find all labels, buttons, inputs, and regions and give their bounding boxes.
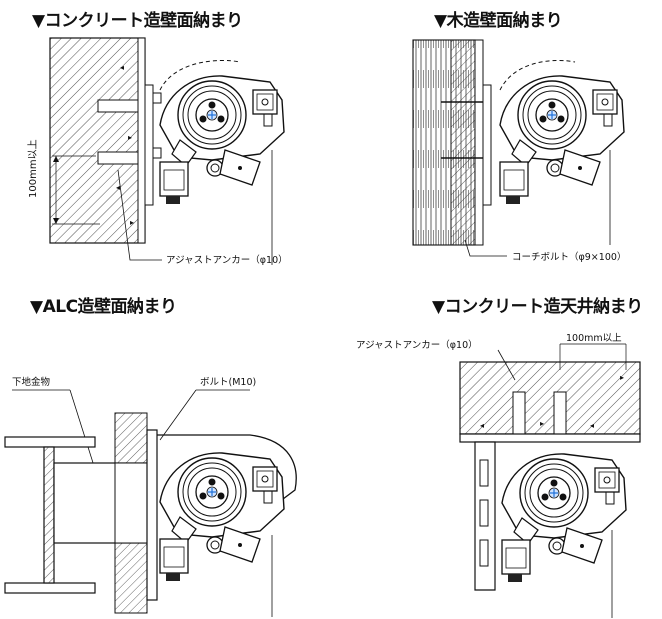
label-base-alc-wall: 下地金物 — [12, 377, 51, 388]
alc-wall-drawing — [4, 389, 297, 617]
panel-title-alc-wall: ▼ALC造壁面納まり — [30, 297, 177, 317]
label-anchor-concrete-ceiling: アジャストアンカー（φ10） — [356, 340, 478, 351]
panel-title-concrete-ceiling: ▼コンクリート造天井納まり — [432, 297, 643, 317]
svg-text:◂: ◂ — [590, 421, 594, 430]
label-spacing-concrete-ceiling: 100mm以上 — [566, 333, 622, 344]
panel-title-concrete-wall: ▼コンクリート造壁面納まり — [32, 11, 243, 31]
svg-text:◂: ◂ — [116, 183, 120, 192]
label-spacing-concrete-wall: 100mm以上 — [28, 139, 39, 198]
svg-text:◂: ◂ — [480, 421, 484, 430]
svg-text:▸: ▸ — [130, 218, 134, 227]
svg-text:▸: ▸ — [128, 133, 132, 142]
label-anchor-concrete-wall: アジャストアンカー（φ10） — [166, 255, 288, 266]
panel-title-wood-wall: ▼木造壁面納まり — [434, 11, 563, 31]
wood-wall-drawing — [412, 39, 625, 257]
svg-text:◂: ◂ — [120, 63, 124, 72]
concrete-wall-drawing: ◂ ▸ ◂ ▸ — [49, 37, 285, 265]
svg-text:▸: ▸ — [540, 419, 544, 428]
label-bolt-wood-wall: コーチボルト（φ9×100） — [512, 252, 627, 263]
svg-text:▸: ▸ — [620, 373, 624, 382]
concrete-ceiling-drawing: ◂ ▸ ◂ ▸ — [459, 343, 641, 618]
label-bolt-alc-wall: ボルト(M10) — [200, 377, 257, 388]
